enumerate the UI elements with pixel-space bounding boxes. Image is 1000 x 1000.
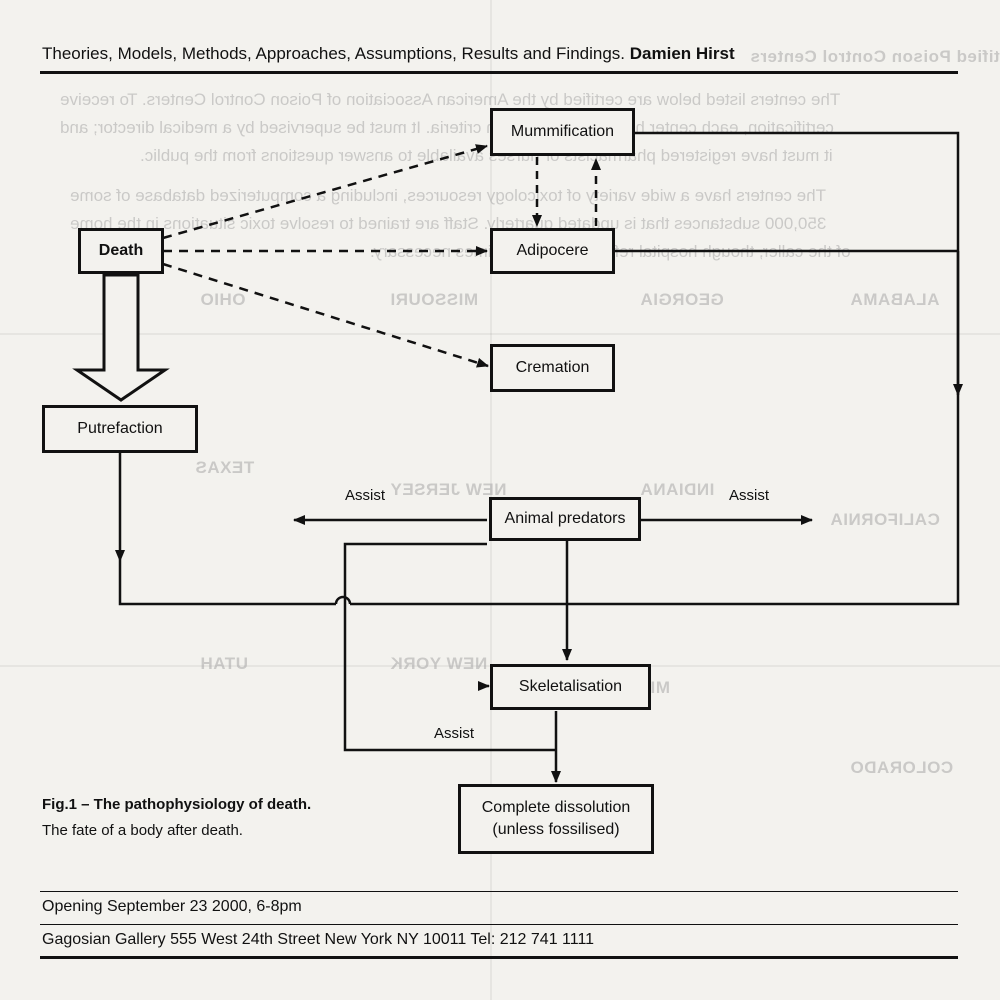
header-title: Theories, Models, Methods, Approaches, A…	[42, 44, 626, 63]
line-crossing-hop	[334, 595, 352, 605]
page-header: Theories, Models, Methods, Approaches, A…	[42, 44, 735, 64]
node-death: Death	[78, 228, 164, 274]
header-artist: Damien Hirst	[629, 44, 735, 63]
node-adipocere: Adipocere	[490, 228, 615, 274]
assist-bottom-line	[343, 542, 556, 752]
death-to-cremation-arrow	[162, 262, 489, 368]
node-label: Animal predators	[504, 510, 626, 527]
node-animal-predators: Animal predators	[489, 497, 641, 541]
opening-info: Opening September 23 2000, 6-8pm	[42, 898, 302, 915]
node-label: Skeletalisation	[518, 678, 623, 695]
mummification-right-line	[633, 131, 963, 396]
death-to-putrefaction-big-arrow	[72, 273, 170, 402]
putrefaction-bar-right	[350, 251, 960, 606]
node-label: Death	[98, 242, 144, 259]
node-cremation: Cremation	[490, 344, 615, 392]
node-skeletalisation: Skeletalisation	[490, 664, 651, 710]
figure-caption-subtitle: The fate of a body after death.	[42, 822, 243, 839]
node-mummification: Mummification	[490, 108, 635, 156]
node-complete-dissolution: Complete dissolution (unless fossilised)	[458, 784, 654, 854]
gallery-info: Gagosian Gallery 555 West 24th Street Ne…	[42, 931, 595, 948]
node-label: Putrefaction	[77, 420, 163, 437]
footer-rule-mid	[40, 924, 958, 925]
edge-label-assist: Assist	[434, 725, 475, 742]
node-putrefaction: Putrefaction	[42, 405, 198, 453]
header-rule	[40, 71, 958, 74]
node-label: Adipocere	[516, 242, 589, 259]
node-label: Cremation	[515, 359, 590, 376]
death-to-mummification-arrow	[162, 144, 488, 240]
putrefaction-bar-left	[118, 561, 336, 606]
figure-caption-title: Fig.1 – The pathophysiology of death.	[42, 796, 312, 813]
node-label: Mummification	[510, 123, 615, 140]
node-label: Complete dissolution	[481, 799, 631, 816]
footer-rule-bottom	[40, 956, 958, 959]
node-sublabel: (unless fossilised)	[492, 821, 620, 838]
edge-label-assist: Assist	[345, 487, 386, 504]
edge-label-assist: Assist	[729, 487, 770, 504]
fold-crease	[0, 333, 1000, 335]
footer-rule-top	[40, 891, 958, 892]
